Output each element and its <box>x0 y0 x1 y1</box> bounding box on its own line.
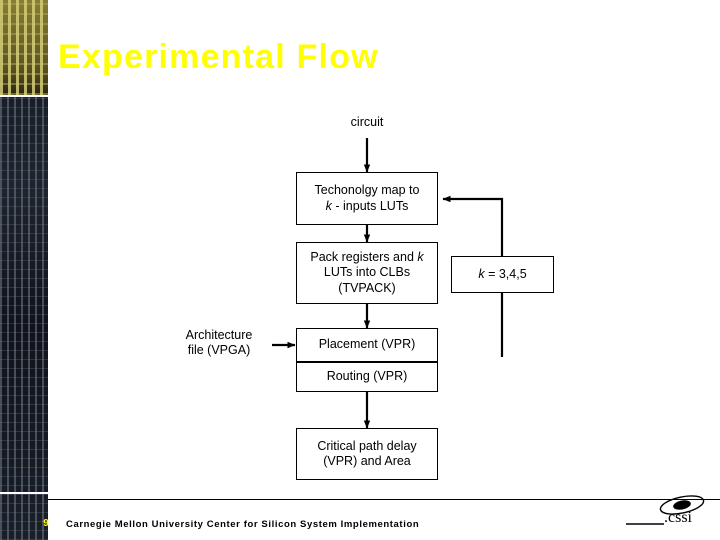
node-tvpack-line2: LUTs into CLBs <box>323 265 411 280</box>
node-placement: Placement (VPR) <box>296 328 438 362</box>
node-k-values: k = 3,4,5 <box>451 256 554 293</box>
node-tvpack-line3: (TVPACK) <box>338 280 396 295</box>
node-critical-path-delay-line2: (VPR) and Area <box>323 454 411 468</box>
node-k-values-label: = 3,4,5 <box>484 266 527 281</box>
node-technology-map: Techonolgy map to k - inputs LUTs <box>296 172 438 225</box>
svg-text:.cssi: .cssi <box>664 509 693 526</box>
node-routing: Routing (VPR) <box>296 362 438 392</box>
node-k-values-k: k <box>478 266 485 281</box>
node-tvpack: Pack registers and k LUTs into CLBs (TVP… <box>296 242 438 304</box>
circuit-board-highlight <box>0 0 48 95</box>
node-tvpack-k: k <box>417 250 424 265</box>
node-architecture-file-line2: file (VPGA) <box>187 343 251 358</box>
slide-left-decoration <box>0 0 48 540</box>
node-circuit-label: circuit <box>350 115 384 129</box>
page-title: Experimental Flow <box>58 38 379 76</box>
node-architecture-file-line1: Architecture <box>185 328 253 342</box>
cssi-logo: .cssi <box>626 495 705 526</box>
node-tvpack-line1: Pack registers and <box>310 250 418 265</box>
slide-number: 9 <box>43 518 49 529</box>
node-technology-map-line2: - inputs LUTs <box>331 198 409 213</box>
node-routing-label: Routing (VPR) <box>326 369 408 384</box>
decoration-divider-top <box>0 95 48 97</box>
node-placement-label: Placement (VPR) <box>318 337 416 352</box>
node-circuit: circuit <box>317 115 417 130</box>
node-technology-map-line1: Techonolgy map to <box>314 183 420 198</box>
decoration-divider-bottom <box>0 492 48 494</box>
node-critical-path-delay: Critical path delay (VPR) and Area <box>296 428 438 480</box>
footer-text: Carnegie Mellon University Center for Si… <box>66 519 420 530</box>
node-technology-map-k: k <box>325 198 332 213</box>
footer-divider <box>48 499 720 500</box>
node-critical-path-delay-line1: Critical path delay <box>317 438 417 453</box>
node-architecture-file: Architecture file (VPGA) <box>160 328 278 359</box>
